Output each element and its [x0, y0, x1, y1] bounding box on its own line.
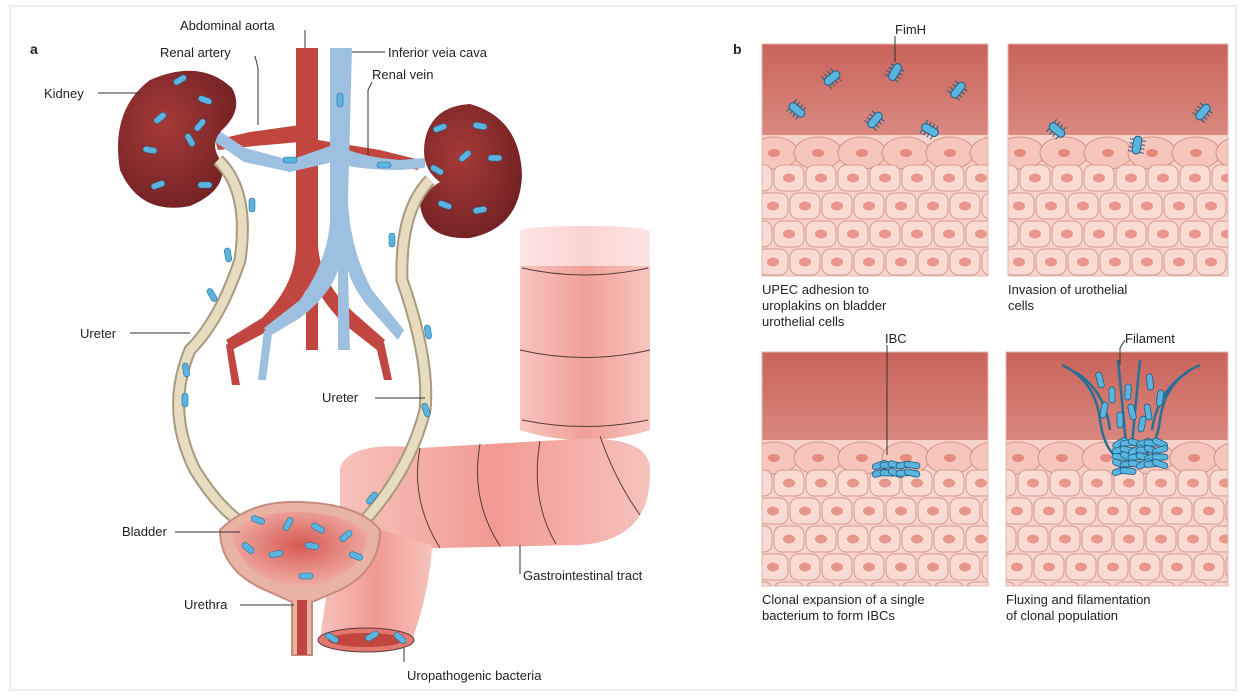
- bacterium: [198, 182, 212, 188]
- caption-3: Clonal expansion of a single bacterium t…: [762, 592, 925, 623]
- ibc-label: IBC: [885, 331, 907, 346]
- svg-text:Fluxing and filamentation: Fluxing and filamentation: [1006, 592, 1151, 607]
- ureter-label-right: Ureter: [322, 390, 359, 405]
- bacterium: [337, 93, 343, 107]
- svg-text:uroplakins on bladder: uroplakins on bladder: [762, 298, 887, 313]
- renal-artery-label: Renal artery: [160, 45, 231, 60]
- filament-label: Filament: [1125, 331, 1175, 346]
- bacterium: [488, 155, 502, 161]
- fimh-label: FimH: [895, 22, 926, 37]
- urothelium-panel-3: [742, 352, 1028, 674]
- svg-text:UPEC adhesion to: UPEC adhesion to: [762, 282, 869, 297]
- caption-1: UPEC adhesion to uroplakins on bladder u…: [762, 282, 887, 329]
- svg-text:Clonal expansion of a single: Clonal expansion of a single: [762, 592, 925, 607]
- bacterium: [1117, 412, 1123, 428]
- svg-text:Invasion of urothelial: Invasion of urothelial: [1008, 282, 1127, 297]
- urothelium-panel-2: [988, 44, 1242, 367]
- svg-text:cells: cells: [1008, 298, 1035, 313]
- bacterium: [377, 162, 391, 168]
- bacterium: [1146, 374, 1154, 391]
- bacterium: [249, 198, 255, 212]
- ureter-label-left: Ureter: [80, 326, 117, 341]
- bacterium: [1109, 387, 1116, 403]
- panel-b-label: b: [733, 41, 742, 57]
- caption-2: Invasion of urothelial cells: [1008, 282, 1127, 313]
- caption-4: Fluxing and filamentation of clonal popu…: [1006, 592, 1151, 623]
- bacterium: [299, 573, 313, 579]
- bladder-label: Bladder: [122, 524, 167, 539]
- bacterium: [182, 393, 188, 407]
- bacterium: [283, 157, 297, 163]
- inferior-vena-cava-label: Inferior veia cava: [388, 45, 488, 60]
- bacterium: [206, 287, 218, 302]
- bacterium: [1120, 467, 1136, 474]
- svg-text:bacterium to form IBCs: bacterium to form IBCs: [762, 608, 895, 623]
- panel-b-subpanels: [742, 44, 1242, 674]
- panel-a-label: a: [30, 41, 38, 57]
- svg-text:of clonal population: of clonal population: [1006, 608, 1118, 623]
- urethra-label: Urethra: [184, 597, 228, 612]
- kidney-label: Kidney: [44, 86, 84, 101]
- bacterium: [389, 233, 395, 247]
- uropathogenic-bacteria-label: Uropathogenic bacteria: [407, 668, 542, 683]
- bacterium: [224, 248, 232, 263]
- gastrointestinal-tract-label: Gastrointestinal tract: [523, 568, 643, 583]
- abdominal-aorta-label: Abdominal aorta: [180, 18, 275, 33]
- renal-vein-label: Renal vein: [372, 67, 433, 82]
- bacterium: [1125, 384, 1132, 400]
- svg-text:urothelial cells: urothelial cells: [762, 314, 845, 329]
